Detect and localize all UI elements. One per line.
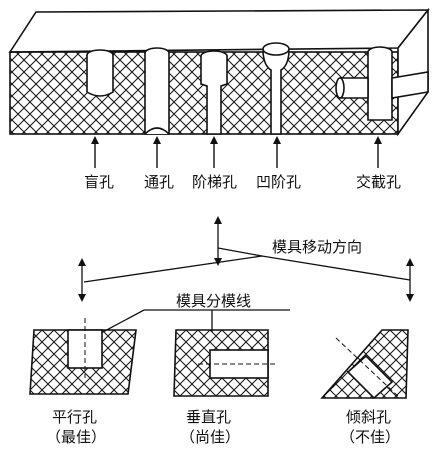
blind-hole — [86, 49, 114, 97]
top-pointer-arrows — [91, 136, 382, 168]
label-parting-line: 模具分模线 — [176, 292, 252, 310]
label-stepped-hole: 阶梯孔 — [192, 173, 238, 191]
label-parallel-hole: 平行孔 — [52, 408, 98, 426]
label-mold-direction: 模具移动方向 — [272, 238, 363, 256]
through-hole — [144, 47, 170, 135]
label-vertical-note: （尚佳） — [180, 428, 241, 446]
parallel-hole-part — [29, 318, 137, 395]
part-block — [8, 7, 430, 137]
mold-leader-line — [83, 255, 411, 283]
oblique-hole — [346, 354, 394, 400]
label-vertical-hole: 垂直孔 — [186, 408, 232, 426]
label-through-hole: 通孔 — [144, 173, 175, 191]
label-blind-hole: 盲孔 — [84, 173, 115, 191]
concave-stepped-hole — [262, 42, 290, 135]
label-oblique-note: （不佳） — [340, 428, 401, 446]
oblique-hole-part — [320, 329, 409, 400]
vertical-hole-part — [173, 329, 276, 397]
mold-leader-center — [217, 247, 263, 257]
stepped-hole — [200, 50, 228, 135]
label-concave-stepped-hole: 凹阶孔 — [256, 173, 302, 191]
label-cross-hole: 交截孔 — [356, 173, 402, 191]
cross-hole — [335, 46, 429, 121]
block-top-face — [8, 9, 430, 53]
label-oblique-hole: 倾斜孔 — [346, 408, 392, 426]
label-parallel-note: （最佳） — [46, 428, 107, 446]
mold-direction-annotation — [78, 216, 414, 302]
